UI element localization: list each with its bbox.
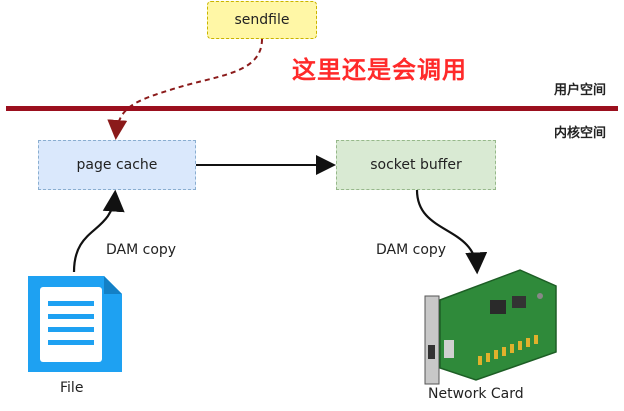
socket-buffer-label: socket buffer [370, 157, 462, 173]
network-card-icon [424, 148, 557, 385]
file-to-pagecache-arrow [72, 189, 125, 273]
file-caption: File [60, 380, 84, 396]
file-icon [28, 276, 122, 372]
annotation-note: 这里还是会调用 [292, 56, 467, 84]
page-cache-label: page cache [76, 157, 158, 173]
space-divider [6, 106, 618, 111]
user-space-label: 用户空间 [553, 83, 606, 98]
socket-to-nic-edge-label: DAM copy [376, 242, 447, 258]
socket-to-nic-arrow [415, 189, 488, 275]
sendfile-to-pagecache-arrow [107, 38, 263, 140]
socket-buffer-node: socket buffer [336, 140, 496, 190]
network-card-caption: Network Card [428, 386, 524, 402]
page-cache-node: page cache [38, 140, 196, 190]
kernel-space-label: 内核空间 [553, 126, 606, 141]
sendfile-label: sendfile [234, 12, 290, 28]
sendfile-node: sendfile [207, 1, 317, 39]
file-to-pagecache-edge-label: DAM copy [106, 242, 177, 258]
